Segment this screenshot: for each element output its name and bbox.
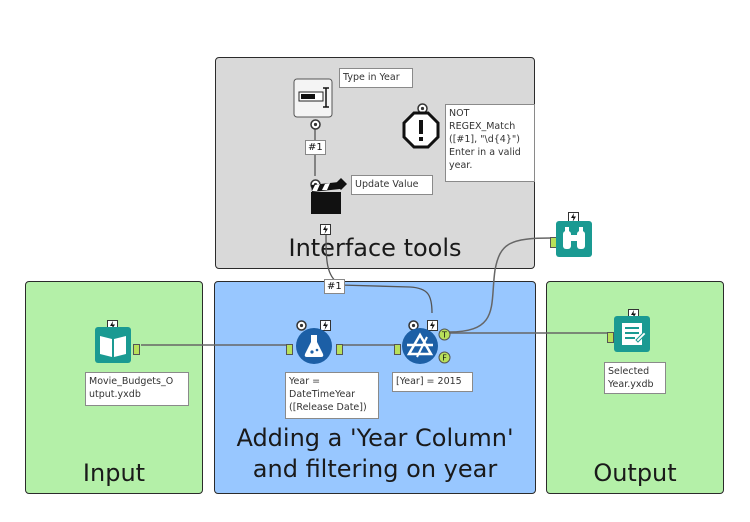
filter-true-anchor[interactable]: T (438, 326, 451, 345)
annotation-formula-line1: Year = (289, 376, 321, 387)
textbox-output-anchor[interactable] (310, 115, 321, 134)
wire-filter-to-browse (448, 237, 553, 333)
input-output-anchor[interactable] (133, 340, 140, 359)
annotation-movie-budgets: Movie_Budgets_O utput.yxdb (85, 372, 189, 406)
annotation-movie-line1: Movie_Budgets_O (89, 376, 174, 387)
annotation-regex: NOT REGEX_Match ([#1], "\d{4}") Enter in… (445, 104, 535, 182)
annotation-type-in-year: Type in Year (339, 68, 413, 88)
input-data-tool[interactable] (95, 327, 131, 363)
annotation-movie-line2: utput.yxdb (89, 389, 141, 400)
annotation-regex-line3: ([#1], "\d{4}") (449, 134, 520, 145)
output-data-icon (614, 316, 650, 352)
annotation-update-value: Update Value (351, 175, 433, 195)
formula-input-anchor[interactable] (286, 340, 293, 359)
filter-lightning-icon (427, 316, 438, 335)
annotation-regex-line4: Enter in a valid (449, 147, 521, 158)
action-tool[interactable] (307, 178, 347, 216)
annotation-selected-year: Selected Year.yxdb (604, 362, 666, 394)
annotation-formula-line3: ([Release Date]) (289, 402, 367, 413)
formula-flask-icon (296, 328, 332, 364)
annotation-regex-line5: year. (449, 160, 473, 171)
annotation-regex-line2: REGEX_Match (449, 121, 516, 132)
browse-tool[interactable] (556, 221, 592, 257)
container-title-adding-line1: Adding a 'Year Column' (236, 424, 514, 452)
formula-input-anchor-top[interactable] (296, 316, 307, 335)
filter-icon (402, 328, 438, 364)
container-title-input: Input (82, 459, 146, 487)
annotation-formula: Year = DateTimeYear ([Release Date]) (285, 372, 379, 419)
error-message-tool[interactable] (402, 111, 440, 149)
formula-lightning-icon (320, 316, 331, 335)
annotation-filter: [Year] = 2015 (392, 372, 473, 392)
text-box-icon (293, 78, 333, 118)
container-title-adding: Adding a 'Year Column' and filtering on … (215, 423, 535, 485)
error-input-anchor[interactable] (417, 99, 428, 118)
action-lightning-icon (320, 220, 331, 239)
action-clapper-icon (311, 178, 347, 214)
container-title-adding-line2: and filtering on year (252, 455, 498, 483)
filter-tool[interactable] (401, 327, 439, 365)
filter-input-anchor[interactable] (394, 340, 401, 359)
output-input-anchor[interactable] (607, 328, 614, 347)
browse-binoculars-icon (556, 221, 592, 257)
text-box-tool[interactable] (293, 78, 333, 118)
connection-label-1: #1 (305, 140, 326, 155)
annotation-formula-line2: DateTimeYear (289, 389, 356, 400)
formula-tool[interactable] (295, 327, 333, 365)
wire-action-to-filter (325, 229, 433, 314)
annotation-regex-line1: NOT (449, 108, 470, 119)
input-data-book-icon (95, 327, 131, 363)
annotation-selected-line2: Year.yxdb (608, 379, 654, 390)
annotation-selected-line1: Selected (608, 366, 650, 377)
output-data-tool[interactable] (614, 316, 650, 352)
connection-label-2: #1 (324, 279, 345, 294)
error-message-icon (402, 111, 440, 149)
container-title-interface: Interface tools (288, 234, 462, 262)
filter-false-anchor[interactable]: F (438, 349, 451, 368)
formula-output-anchor[interactable] (336, 340, 343, 359)
filter-true-anchor-label: T (441, 330, 447, 339)
filter-false-anchor-label: F (442, 353, 447, 362)
container-title-output: Output (593, 459, 677, 487)
